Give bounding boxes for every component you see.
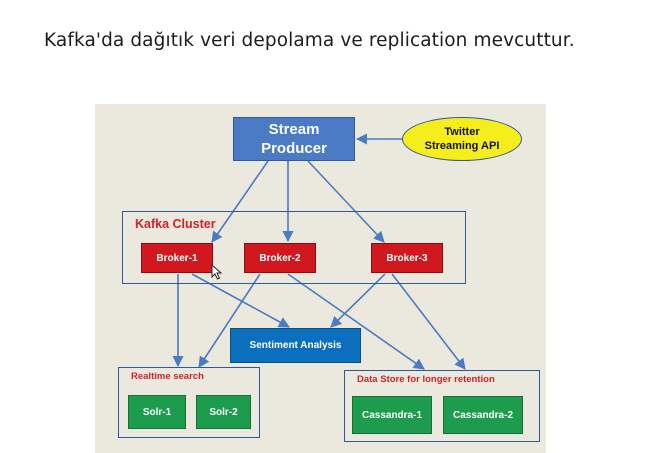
cassandra-2-box: Cassandra-2	[443, 396, 523, 434]
stream-producer-box: Stream Producer	[233, 117, 355, 161]
solr-1-box: Solr-1	[128, 395, 186, 429]
sentiment-analysis-box: Sentiment Analysis	[230, 328, 361, 363]
page-heading: Kafka'da dağıtık veri depolama ve replic…	[44, 30, 575, 51]
twitter-line2: Streaming API	[424, 140, 500, 152]
kafka-cluster-label: Kafka Cluster	[135, 217, 216, 231]
producer-line2: Producer	[261, 140, 327, 157]
producer-line1: Stream	[268, 121, 320, 138]
kafka-cluster-box	[122, 211, 466, 284]
twitter-line1: Twitter	[444, 126, 480, 138]
data-store-label: Data Store for longer retention	[357, 374, 495, 385]
mouse-cursor-icon	[211, 264, 223, 280]
broker-2-box: Broker-2	[244, 243, 316, 273]
broker-1-box: Broker-1	[141, 243, 213, 273]
broker-3-box: Broker-3	[371, 243, 443, 273]
realtime-search-group	[118, 367, 260, 438]
cassandra-1-box: Cassandra-1	[352, 396, 432, 434]
solr-2-box: Solr-2	[196, 395, 251, 429]
data-store-group	[344, 370, 540, 442]
twitter-api-ellipse: Twitter Streaming API	[402, 117, 522, 161]
realtime-search-label: Realtime search	[131, 371, 204, 382]
